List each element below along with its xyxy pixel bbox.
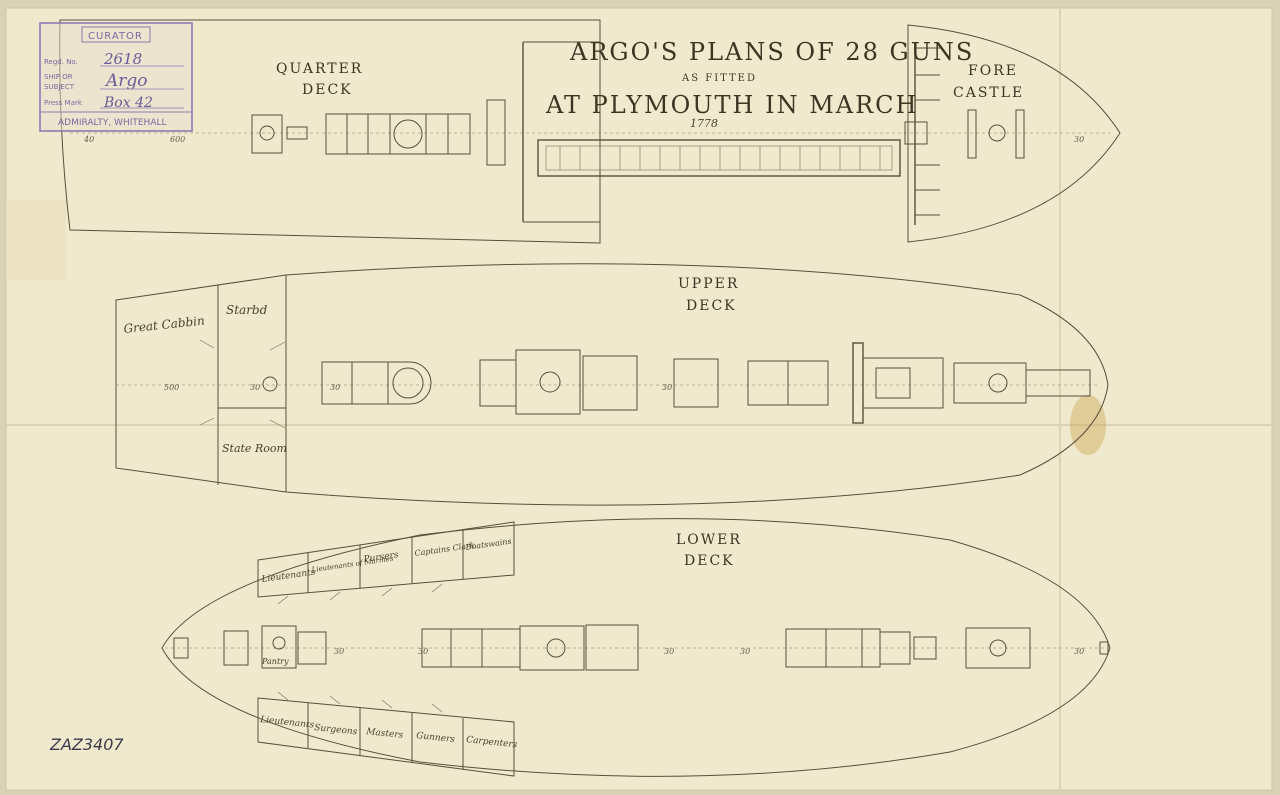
stamp-press-value: Box 42 bbox=[103, 95, 153, 111]
fc-capstan bbox=[988, 124, 1006, 142]
svg-text:30: 30 bbox=[740, 647, 750, 656]
qd-capstan bbox=[393, 119, 423, 149]
svg-text:30: 30 bbox=[418, 647, 428, 656]
lower-pantry bbox=[261, 625, 297, 669]
qd-fitting bbox=[286, 126, 308, 140]
svg-text:40: 40 bbox=[83, 135, 94, 144]
upper-capstan-box bbox=[387, 361, 432, 405]
stamp-regd-value: 2618 bbox=[103, 50, 142, 68]
lower-fore-mast bbox=[989, 639, 1007, 657]
lower-cabins-bottom-block bbox=[257, 697, 515, 777]
lower-cabins-top-block bbox=[257, 521, 515, 598]
title-line-1: ARGO'S PLANS OF 28 GUNS bbox=[569, 38, 974, 66]
lower-fore-mast-partners bbox=[965, 627, 1031, 669]
label-lower-deck-1: LOWER bbox=[676, 532, 742, 548]
cabin-bottom-surgeons: Surgeons bbox=[314, 723, 358, 737]
svg-text:30: 30 bbox=[330, 383, 340, 392]
cabin-bottom-gunners: Gunners bbox=[416, 731, 456, 745]
upper-fore-grating bbox=[862, 357, 944, 409]
qd-bitts bbox=[486, 99, 506, 166]
upper-capstan bbox=[392, 367, 424, 399]
title-line-2: AS FITTED bbox=[681, 73, 757, 84]
lower-hatch-2 bbox=[297, 631, 327, 665]
lower-hatch-1 bbox=[223, 630, 249, 666]
svg-text:30: 30 bbox=[662, 383, 672, 392]
room-state-room: State Room bbox=[222, 442, 287, 455]
admiralty-stamp: CURATOR Regd. No. 2618 SHIP OR SUBJECT A… bbox=[39, 22, 193, 132]
upper-main-mast-partners bbox=[515, 349, 581, 415]
svg-text:500: 500 bbox=[164, 383, 179, 392]
upper-hatch-2 bbox=[673, 358, 719, 408]
label-lower-deck-2: DECK bbox=[684, 553, 735, 569]
qd-binnacle bbox=[251, 114, 283, 154]
label-quarter-deck-1: QUARTER bbox=[276, 61, 363, 77]
reference-number: ZAZ3407 bbox=[49, 735, 124, 754]
paper-fold-left bbox=[6, 200, 66, 280]
upper-deck-outline bbox=[115, 263, 1109, 506]
stamp-header: CURATOR bbox=[88, 31, 143, 42]
room-starboard: Starbd bbox=[226, 303, 268, 317]
svg-text:30: 30 bbox=[250, 383, 260, 392]
svg-text:30: 30 bbox=[664, 647, 674, 656]
title-line-3: AT PLYMOUTH IN MARCH bbox=[545, 91, 918, 119]
stamp-ship-value: Argo bbox=[104, 71, 148, 91]
cabin-bottom-masters: Masters bbox=[365, 727, 404, 741]
upper-main-hatch bbox=[582, 355, 638, 411]
upper-mizzen-mast bbox=[262, 376, 278, 392]
quarter-deck-plan: 40 600 30 bbox=[59, 19, 1121, 244]
gangway-grating bbox=[537, 139, 901, 177]
stamp-footer: ADMIRALTY, WHITEHALL bbox=[58, 118, 167, 128]
label-upper-deck-2: DECK bbox=[686, 298, 737, 314]
paper-stain bbox=[1070, 395, 1106, 455]
lower-deck-plan: 30 30 30 30 30 bbox=[161, 518, 1111, 777]
label-quarter-deck-2: DECK bbox=[302, 82, 353, 98]
lower-deck-outline bbox=[161, 518, 1111, 777]
upper-main-mast bbox=[539, 371, 561, 393]
svg-text:30: 30 bbox=[334, 647, 344, 656]
stamp-press-label: Press Mark bbox=[44, 99, 83, 107]
upper-fore-mast bbox=[988, 373, 1008, 393]
upper-deck-plan: 500 30 30 30 bbox=[115, 263, 1109, 506]
svg-text:30: 30 bbox=[1074, 647, 1084, 656]
svg-text:30: 30 bbox=[1074, 135, 1084, 144]
lower-main-mast-partners bbox=[519, 625, 585, 671]
fc-post bbox=[904, 121, 928, 145]
lower-hatch-3 bbox=[879, 631, 911, 665]
upper-bowsprit-step bbox=[1025, 369, 1091, 397]
lower-hatch-4 bbox=[913, 636, 937, 660]
label-fore-castle-2: CASTLE bbox=[953, 85, 1024, 101]
label-upper-deck-1: UPPER bbox=[678, 276, 739, 292]
stamp-regd-label: Regd. No. bbox=[44, 58, 78, 66]
forecastle-outline bbox=[907, 24, 1121, 243]
lower-main-mast bbox=[546, 638, 566, 658]
svg-text:600: 600 bbox=[170, 135, 185, 144]
lower-stern-fitting bbox=[173, 637, 189, 659]
stamp-ship-label: SHIP OR bbox=[44, 73, 73, 81]
stamp-subject-label: SUBJECT bbox=[44, 83, 75, 91]
qd-capstan-small bbox=[259, 125, 275, 141]
label-fore-castle-1: FORE bbox=[968, 63, 1018, 79]
lower-pantry-label: Pantry bbox=[261, 657, 289, 666]
lower-main-hatch bbox=[585, 624, 639, 671]
title-year: 1778 bbox=[690, 117, 718, 130]
